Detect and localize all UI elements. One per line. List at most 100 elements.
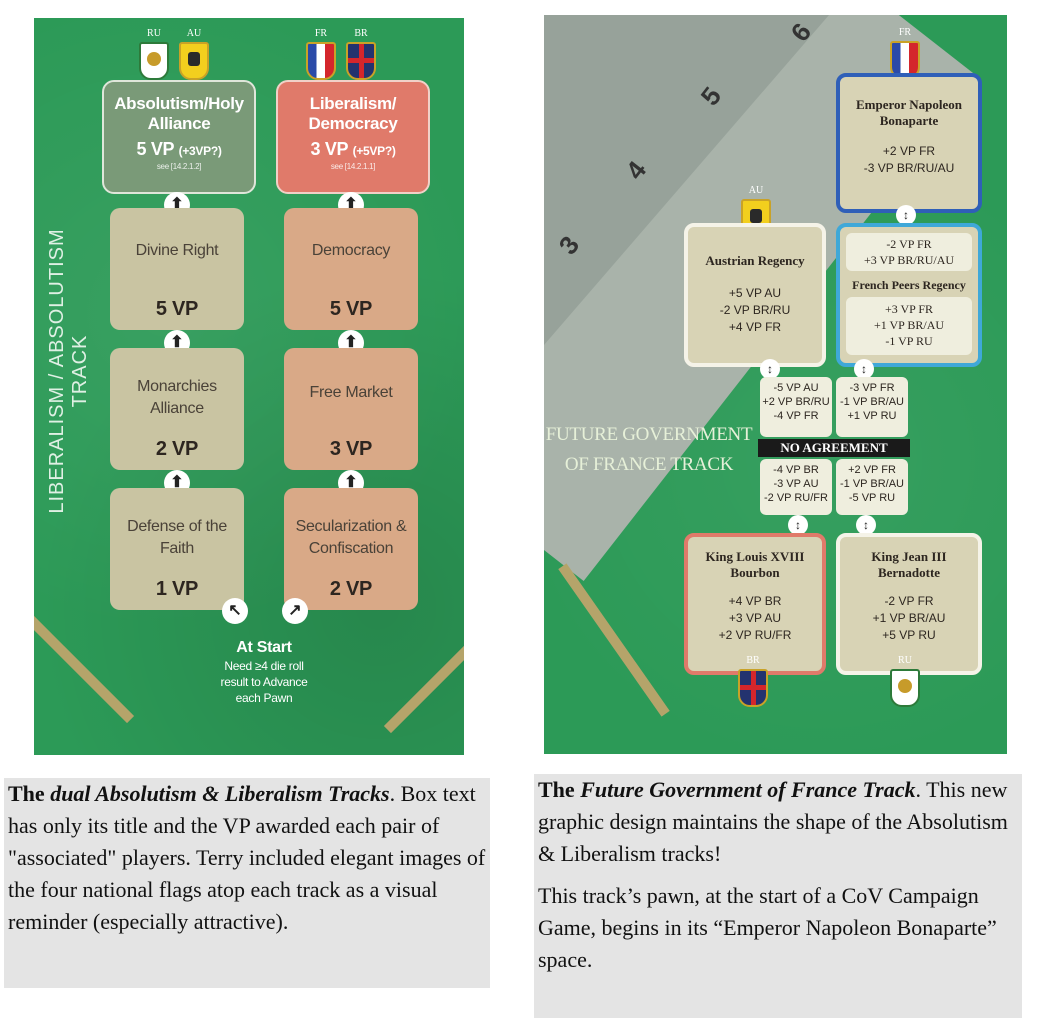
box-title-line2: Confiscation (284, 538, 418, 560)
left-caption: The dual Absolutism & Liberalism Tracks.… (4, 778, 490, 988)
track-box-monarchies-alliance: Monarchies Alliance 2 VP (110, 348, 244, 470)
box-title: Divine Right (110, 240, 244, 262)
liberalism-title-line1: Liberalism/ (278, 94, 428, 114)
absolutism-header: Absolutism/Holy Alliance 5 VP (+3VP?) se… (102, 80, 256, 194)
corner-border-decoration (384, 613, 464, 733)
two-way-arrow-icon: ↕ (788, 515, 808, 535)
absolutism-title-line1: Absolutism/Holy (104, 94, 254, 114)
left-caption-title: dual Absolutism & Liberalism Tracks (50, 781, 389, 806)
track-side-label: LIBERALISM / ABSOLUTISM TRACK (46, 191, 92, 551)
vp-line: -3 VP AU (760, 477, 832, 491)
box-title-line1: Secularization & (284, 516, 418, 538)
box-title-line1: Defense of the (110, 516, 244, 538)
jean-title-line1: King Jean III (840, 549, 978, 565)
track-box-secularization-confiscation: Secularization & Confiscation 2 VP (284, 488, 418, 610)
absolutism-see: see [14.2.1.2] (104, 162, 254, 171)
corner-border-decoration (558, 563, 669, 716)
right-caption-title: Future Government of France Track (580, 777, 915, 802)
start-arrow-icon: ↖ (222, 598, 248, 624)
russia-flag-icon (890, 669, 920, 707)
france-flag-icon (306, 42, 336, 80)
louis-vp-1: +4 VP BR (688, 593, 822, 610)
flag-label-ru: RU (139, 28, 169, 39)
two-way-arrow-icon: ↕ (760, 359, 780, 379)
vp-line: -5 VP AU (760, 381, 832, 395)
vp-line: -2 VP RU/FR (760, 491, 832, 505)
austrian-regency-space: Austrian Regency +5 VP AU -2 VP BR/RU +4… (684, 223, 826, 367)
vp-line: -1 VP BR/AU (836, 395, 908, 409)
at-start-line1: Need ≥4 die roll (194, 658, 334, 674)
absolutism-title-line2: Alliance (104, 114, 254, 134)
track-box-free-market: Free Market 3 VP (284, 348, 418, 470)
russia-flag-icon (139, 42, 169, 80)
louis-title-line1: King Louis XVIII (688, 549, 822, 565)
vp-line: -1 VP BR/AU (836, 477, 908, 491)
jean-vp-2: +1 VP BR/AU (840, 610, 978, 627)
louis-vp-2: +3 VP AU (688, 610, 822, 627)
at-start-line3: each Pawn (194, 690, 334, 706)
two-way-arrow-icon: ↕ (854, 359, 874, 379)
right-caption: The Future Government of France Track. T… (534, 774, 1022, 1018)
flag-label-br: BR (738, 655, 768, 666)
future-government-of-france-track-image: 6 5 4 3 FR Emperor Napoleon Bonaparte +2… (544, 15, 1007, 754)
jean-vp-3: +5 VP RU (840, 627, 978, 644)
no-agreement-down-left: -4 VP BR -3 VP AU -2 VP RU/FR (760, 459, 832, 515)
vp-line: -5 VP RU (836, 491, 908, 505)
napoleon-vp-1: +2 VP FR (840, 143, 978, 160)
vp-line: +1 VP RU (836, 409, 908, 423)
king-jean-iii-bernadotte-space: King Jean III Bernadotte -2 VP FR +1 VP … (836, 533, 982, 675)
king-louis-xviii-bourbon-space: King Louis XVIII Bourbon +4 VP BR +3 VP … (684, 533, 826, 675)
at-start-line2: result to Advance (194, 674, 334, 690)
vp-line: +2 VP FR (836, 463, 908, 477)
french-peers-regency-space: -2 VP FR +3 VP BR/RU/AU French Peers Reg… (836, 223, 982, 367)
emperor-napoleon-bonaparte-space: Emperor Napoleon Bonaparte +2 VP FR -3 V… (836, 73, 982, 213)
french-peers-vp-3: -1 VP RU (846, 333, 972, 349)
flag-label-br: BR (346, 28, 376, 39)
vp-line: -4 VP FR (760, 409, 832, 423)
box-vp: 2 VP (284, 578, 418, 601)
box-vp: 2 VP (110, 438, 244, 461)
french-peers-title: French Peers Regency (840, 277, 978, 293)
box-title-line2: Alliance (110, 398, 244, 420)
box-vp: 5 VP (110, 298, 244, 321)
french-peers-vp-2: +1 VP BR/AU (846, 317, 972, 333)
liberalism-vp: 3 VP (310, 139, 348, 159)
start-arrow-icon: ↗ (282, 598, 308, 624)
napoleon-vp-2: -3 VP BR/RU/AU (840, 160, 978, 177)
vp-line: -4 VP BR (760, 463, 832, 477)
track-box-defense-of-the-faith: Defense of the Faith 1 VP (110, 488, 244, 610)
two-way-arrow-icon: ↕ (856, 515, 876, 535)
liberalism-see: see [14.2.1.1] (278, 162, 428, 171)
absolutism-vp: 5 VP (136, 139, 174, 159)
louis-vp-3: +2 VP RU/FR (688, 627, 822, 644)
absolutism-vp-extra: (+3VP?) (179, 144, 222, 158)
box-title: Democracy (284, 240, 418, 262)
box-vp: 1 VP (110, 578, 244, 601)
right-caption-paragraph-2: This track’s pawn, at the start of a CoV… (538, 880, 1018, 976)
napoleon-title-line1: Emperor Napoleon (840, 97, 978, 113)
liberalism-vp-extra: (+5VP?) (353, 144, 396, 158)
at-start-title: At Start (194, 638, 334, 658)
box-title-line2: Faith (110, 538, 244, 560)
flag-label-au: AU (179, 28, 209, 39)
at-start-note: At Start Need ≥4 die roll result to Adva… (194, 638, 334, 706)
flag-label-au: AU (741, 185, 771, 196)
austrian-vp-2: -2 VP BR/RU (688, 302, 822, 319)
box-title-line1: Monarchies (110, 376, 244, 398)
box-title: Free Market (284, 382, 418, 404)
flag-label-ru: RU (890, 655, 920, 666)
absolutism-liberalism-track-image: LIBERALISM / ABSOLUTISM TRACK RU AU FR B… (34, 18, 464, 755)
french-peers-top-1: -2 VP FR (846, 236, 972, 252)
right-caption-lead: The (538, 777, 580, 802)
box-vp: 3 VP (284, 438, 418, 461)
napoleon-title-line2: Bonaparte (840, 113, 978, 129)
vp-line: +2 VP BR/RU (760, 395, 832, 409)
austrian-vp-1: +5 VP AU (688, 285, 822, 302)
corner-border-decoration (34, 603, 134, 723)
track-box-democracy: Democracy 5 VP (284, 208, 418, 330)
two-way-arrow-icon: ↕ (896, 205, 916, 225)
track-box-divine-right: Divine Right 5 VP (110, 208, 244, 330)
left-caption-lead: The (8, 781, 50, 806)
no-agreement-up-right: -3 VP FR -1 VP BR/AU +1 VP RU (836, 377, 908, 437)
austrian-vp-3: +4 VP FR (688, 319, 822, 336)
